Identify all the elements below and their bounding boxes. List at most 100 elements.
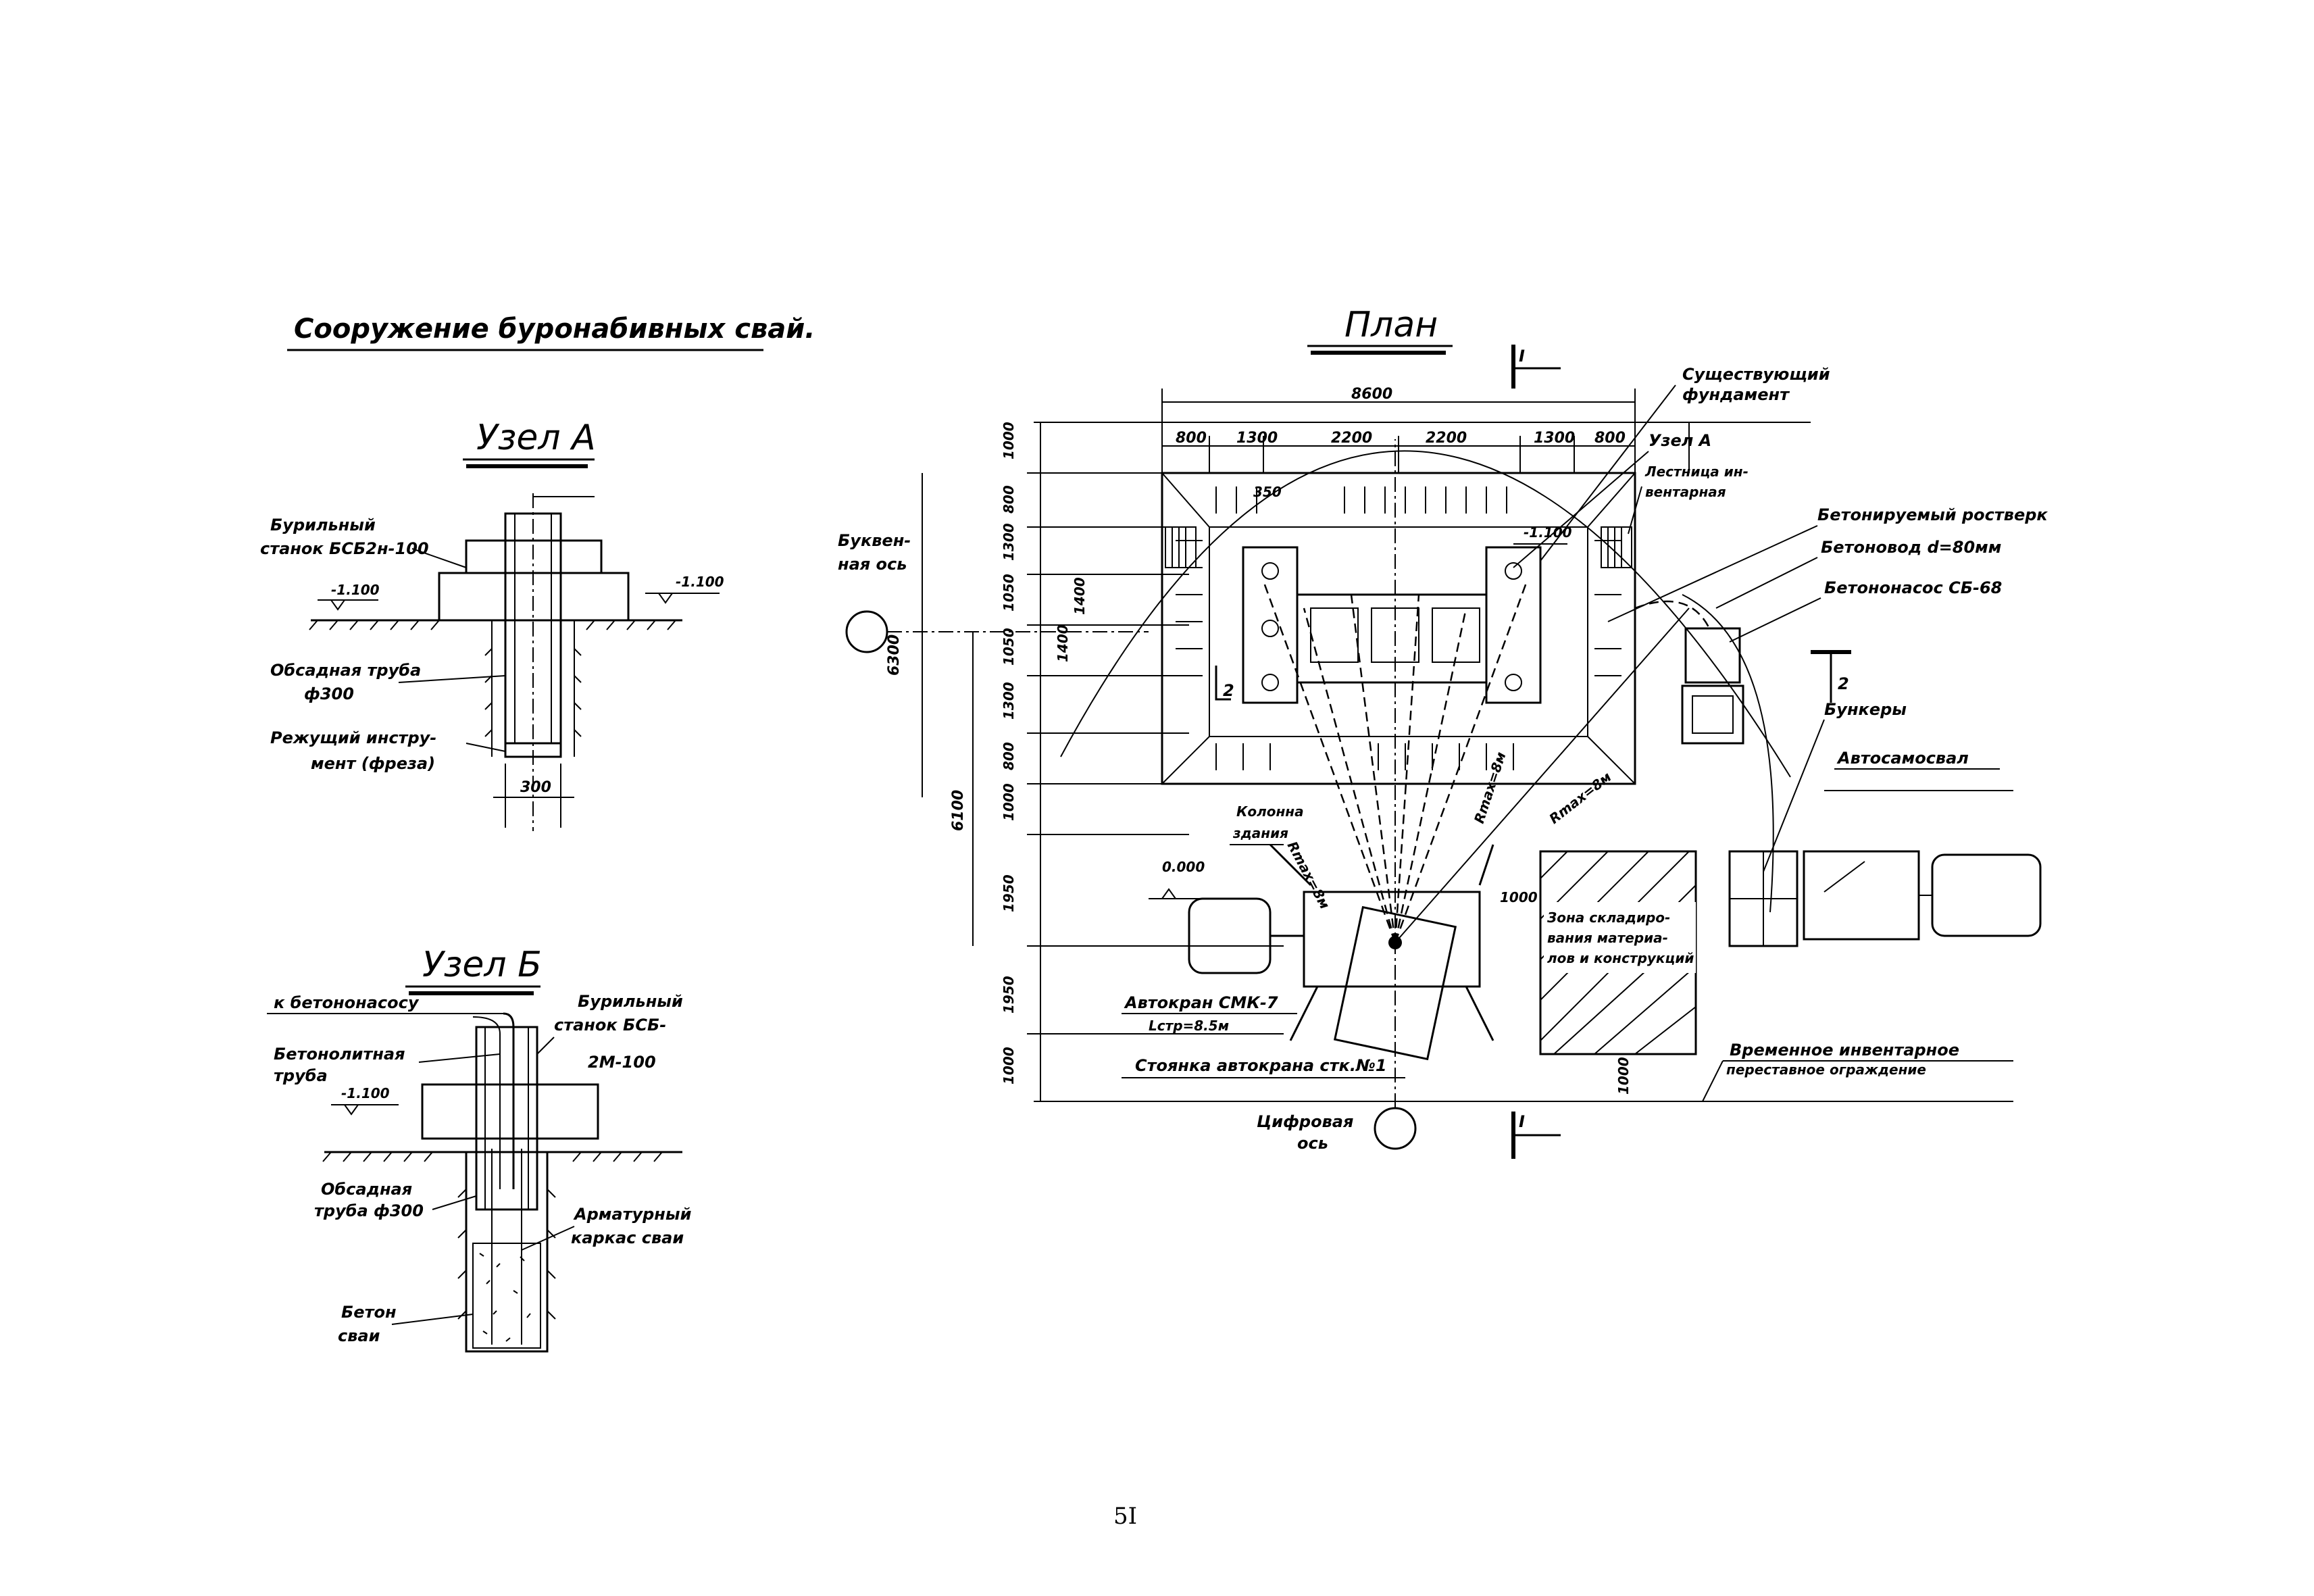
building-column-1: Колонна	[1236, 803, 1304, 820]
node-b-pipe-bend	[503, 1012, 515, 1189]
plan-dim-left-7: 1000	[1001, 783, 1017, 821]
node-b-pipe-bend-inner	[472, 1016, 501, 1189]
node-a-heading: Узел А	[476, 418, 596, 458]
node-b-casing-label-2: труба ф300	[314, 1201, 424, 1220]
concrete-pump-inner	[1692, 695, 1734, 734]
node-b-concrete-pipe-1: Бетонолитная	[274, 1045, 405, 1064]
node-a-ground-hatch	[309, 620, 676, 630]
pile-cell-3	[1432, 607, 1480, 663]
ray-7	[1394, 607, 1690, 943]
section-mark-2-right: 2	[1838, 674, 1849, 693]
crane-turntable	[1333, 905, 1457, 1061]
page-number: 5I	[1113, 1503, 1137, 1530]
node-a-bore-hatch	[484, 648, 582, 737]
pile-4	[1505, 562, 1522, 580]
grillage-leader	[1607, 525, 1818, 622]
bunkers-leader	[1763, 719, 1825, 872]
node-a-casing-leader	[398, 675, 506, 683]
section-mark-top: I	[1519, 347, 1525, 366]
node-a-cutter	[504, 743, 562, 758]
node-a-level-right: -1.100	[676, 574, 724, 590]
plan-dim-left-2: 1300	[1001, 523, 1017, 561]
dump-truck-arrow	[1823, 861, 1865, 893]
plan-dim-left-1: 800	[1001, 485, 1017, 514]
node-b-casing-pipe	[475, 1026, 538, 1211]
plan-dim-left-6: 800	[1001, 742, 1017, 770]
outrigger-2	[1478, 844, 1494, 886]
fence-label-2: переставное ограждение	[1726, 1062, 1926, 1078]
existing-foundation-label-1: Существующий	[1682, 365, 1830, 384]
plan-dim-6300: 6300	[886, 634, 903, 676]
node-a-casing-label-2: ф300	[304, 684, 354, 703]
existing-foundation-label-2: фундамент	[1682, 385, 1790, 404]
existing-foundation-left	[1242, 546, 1299, 704]
node-b-detail: Узел Б к бетононасосу Бетонолитная труба…	[267, 945, 692, 1353]
concrete-pump-label: Бетононасос СБ-68	[1824, 578, 2002, 597]
crane-reach-arc	[1060, 450, 1791, 778]
ray-5	[1394, 607, 1467, 943]
bunkers-label: Бункеры	[1824, 700, 1907, 719]
node-b-rig-base	[421, 1083, 599, 1140]
plan-dim-top-0: 800	[1176, 430, 1207, 447]
ray-6	[1394, 580, 1528, 943]
ladder-right-rungs	[1607, 527, 1622, 568]
plan-dim-left-10: 1000	[1001, 1047, 1017, 1084]
ladder-left	[1165, 526, 1197, 568]
pile-1	[1261, 562, 1279, 580]
node-b-drill-label-1: Бурильный	[578, 992, 683, 1011]
storage-label-1: Зона складиро-	[1546, 909, 1670, 926]
grillage-slope-hatch	[1215, 487, 1514, 770]
rmax-1: Rmax=8м	[1284, 839, 1334, 912]
existing-foundation-center	[1296, 593, 1488, 684]
node-b-concrete-label-1: Бетон	[341, 1303, 397, 1322]
existing-foundation-right	[1485, 546, 1542, 704]
crane-cab-left	[1188, 897, 1272, 974]
crane-label-2: Lстр=8.5м	[1149, 1018, 1229, 1034]
crane-rays	[1262, 580, 1690, 943]
letter-axis-bubble	[845, 610, 888, 653]
section-mark-2-left: 2	[1223, 681, 1234, 700]
rmax-2: Rmax=8м	[1471, 750, 1509, 826]
ladder-label-2: вентарная	[1645, 484, 1726, 500]
concrete-pump-leader	[1729, 597, 1821, 643]
plan-dim-top-5: 800	[1594, 430, 1626, 447]
dump-truck-cab	[1931, 853, 2042, 937]
sheet-title: Сооружение буронабивных свай.	[294, 314, 815, 345]
node-b-to-pump: к бетононасосу	[274, 993, 420, 1012]
crane-label-1: Автокран СМК-7	[1124, 993, 1278, 1012]
node-a-bore-walls	[491, 620, 575, 757]
node-b-heading: Узел Б	[422, 945, 542, 985]
level-zero: 0.000	[1162, 859, 1205, 875]
ladder-right	[1601, 526, 1632, 568]
concrete-line-label: Бетоновод d=80мм	[1821, 538, 2001, 557]
crane-pivot	[1388, 936, 1402, 949]
crane-platform	[1303, 891, 1481, 988]
node-b-concrete-fill	[472, 1243, 541, 1349]
plan-dim-total: 8600	[1351, 386, 1392, 403]
node-b-casing-label-1: Обсадная	[321, 1180, 412, 1199]
plan-dim-left-4: 1050	[1001, 628, 1017, 666]
node-b-concrete-dots	[479, 1253, 531, 1342]
node-b-ground-hatch	[322, 1151, 663, 1162]
concrete-line-leader	[1715, 557, 1818, 609]
letter-axis-label-2: ная ось	[838, 555, 907, 574]
node-b-drill-label-3: 2М-100	[588, 1053, 656, 1072]
node-b-concrete-leader	[391, 1314, 474, 1325]
existing-foundation-leader	[1540, 384, 1676, 562]
section-mark-bottom: I	[1519, 1112, 1525, 1131]
storage-label-bg	[1544, 902, 1696, 973]
dump-truck-label: Автосамосвал	[1836, 749, 1969, 768]
fence-label-1: Временное инвентарное	[1730, 1041, 1959, 1059]
ray-3	[1350, 594, 1397, 943]
node-a-level-left-mark	[330, 599, 345, 611]
plan-dim-left-ticks	[1027, 472, 1284, 1034]
node-a-ref: Узел А	[1649, 431, 1711, 450]
plan-dim-top-4: 1300	[1534, 430, 1575, 447]
crane-stand-label: Стоянка автокрана стк.№1	[1135, 1056, 1387, 1075]
pile-2	[1261, 620, 1279, 637]
storage-label-3: лов и конструкций	[1547, 950, 1694, 966]
level-zero-mark	[1161, 888, 1176, 899]
ray-2	[1303, 607, 1397, 943]
concrete-pump-upper	[1684, 627, 1741, 684]
